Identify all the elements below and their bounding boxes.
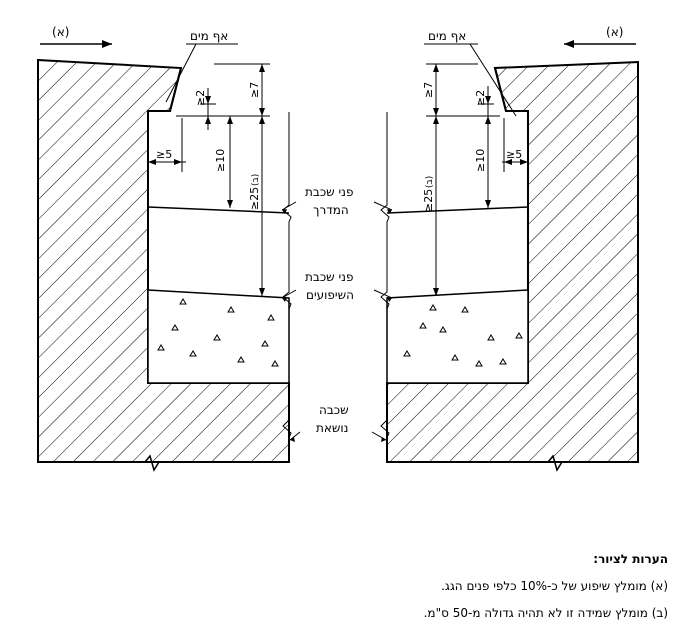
note-item-a: (א) מומלץ שיפוע של כ-10% כלפי פנים הגג. [441,579,668,593]
right-slope-label: (א) [606,25,623,39]
left-dimensions [148,63,270,296]
right-dim-10: ≥10 [474,149,487,172]
base-label-line2: נושאת [316,421,348,435]
left-screed [147,289,290,384]
right-break-line [380,112,390,462]
right-tread-surface [386,206,529,214]
left-slope-label: (א) [52,25,69,39]
bedding-label-line2: השיפועים [306,288,354,302]
right-dimensions [426,63,528,296]
note-item-b: (ב) מומלץ שמידה זו לא תהיה גדולה מ-50 ס"… [423,606,668,620]
left-dim-7: ≥7 [248,82,261,98]
technical-drawing: (א) (א) אף מים אף מים ≥7 ≥2 ≥5 ≥10 ≥25 (… [37,25,639,472]
right-dim-5: ≥5 [506,148,522,161]
left-dim-5: ≥5 [156,148,172,161]
left-dim-10: ≥10 [214,149,227,172]
base-label-line1: שכבה [319,403,349,417]
left-dim-25: ≥25 [248,187,261,210]
left-slope-arrow: (א) [40,25,112,48]
tread-label-line1: פני שכבת [305,185,353,199]
bedding-label-line1: פני שכבת [305,270,353,284]
right-dim-25-note: (ב) [425,176,435,188]
left-tread-surface [147,206,290,214]
right-drip-label: אף מים [428,29,466,43]
aggregate-marks [157,298,523,367]
right-break-mark [387,454,638,472]
right-dim-7: ≥7 [422,82,435,98]
left-dim-2: ≥2 [194,90,207,106]
right-slope-arrow: (א) [564,25,636,48]
tread-label-line2: המדרך [313,203,349,217]
right-dim-2: ≥2 [474,90,487,106]
right-dim-25: ≥25 [422,189,435,212]
right-screed [386,289,529,384]
left-drip-label: אף מים [190,29,228,43]
notes-title: הערות לציור: [593,552,668,566]
drawing-notes: הערות לציור: (א) מומלץ שיפוע של כ-10% כל… [68,546,668,627]
left-dim-25-note: (ב) [251,174,261,186]
left-break-mark [38,454,289,472]
